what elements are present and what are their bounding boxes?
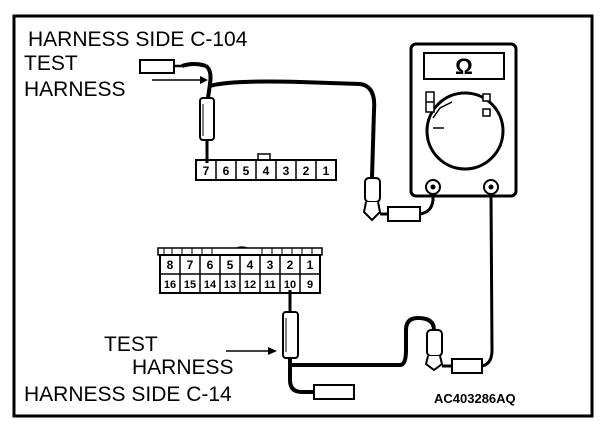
test-harness-bottom-label-line1: TEST <box>104 333 158 356</box>
ohm-symbol-icon: Ω <box>455 54 473 79</box>
c104-pin: 2 <box>303 164 310 178</box>
c14-pin: 1 <box>307 258 314 272</box>
diagram-frame <box>12 14 594 418</box>
ohmmeter-dial <box>425 91 505 171</box>
test-harness-bottom-label-line2: HARNESS <box>132 356 234 379</box>
test-harness-bottom <box>282 193 494 400</box>
c14-pin: 7 <box>187 258 194 272</box>
c104-pin: 4 <box>263 164 270 178</box>
connector-c104: 7 6 5 4 3 2 1 <box>195 153 337 181</box>
c14-pin: 9 <box>307 279 313 291</box>
leader-arrow-top <box>152 76 208 84</box>
c14-pin: 14 <box>204 279 217 291</box>
c14-pin: 16 <box>164 279 176 291</box>
c14-pin: 13 <box>224 279 236 291</box>
test-harness-top <box>139 59 435 222</box>
c104-pin: 3 <box>283 164 290 178</box>
c14-pin: 3 <box>267 258 274 272</box>
c104-pin: 1 <box>323 164 330 178</box>
c14-pin: 15 <box>184 279 196 291</box>
c14-pin: 11 <box>264 279 276 291</box>
c14-pin: 10 <box>284 279 296 291</box>
meter-lead-plug-right <box>451 358 483 374</box>
ohmmeter-display <box>423 52 505 80</box>
figure-code: AC403286AQ <box>434 391 516 406</box>
probe-bottom <box>282 311 299 359</box>
alligator-clip-bottom <box>426 329 443 357</box>
mode-indicator-icon <box>482 108 491 117</box>
alligator-clip-top <box>364 177 381 203</box>
harness-c14-label: HARNESS SIDE C-14 <box>24 383 232 406</box>
c14-pin: 5 <box>227 258 234 272</box>
probe-top <box>199 97 215 141</box>
test-harness-top-label-line1: TEST <box>24 52 78 75</box>
connector-c14: 8 7 6 5 4 3 2 1 16 15 14 13 12 11 10 9 <box>157 246 323 294</box>
test-harness-top-label-line2: HARNESS <box>24 78 126 101</box>
c14-pin: 12 <box>244 279 256 291</box>
c104-pin: 6 <box>223 164 230 178</box>
leader-arrow-bottom <box>226 347 277 355</box>
c14-pin: 2 <box>287 258 294 272</box>
c104-pin: 5 <box>243 164 250 178</box>
c14-pin: 4 <box>247 258 254 272</box>
c14-pin: 8 <box>167 258 174 272</box>
harness-c104-label: HARNESS SIDE C-104 <box>28 28 248 51</box>
c104-pin: 7 <box>203 164 210 178</box>
ohmmeter: Ω <box>409 42 518 198</box>
meter-lead-plug-left <box>387 206 421 222</box>
c14-pin: 6 <box>207 258 214 272</box>
mode-indicator-icon <box>482 93 491 102</box>
